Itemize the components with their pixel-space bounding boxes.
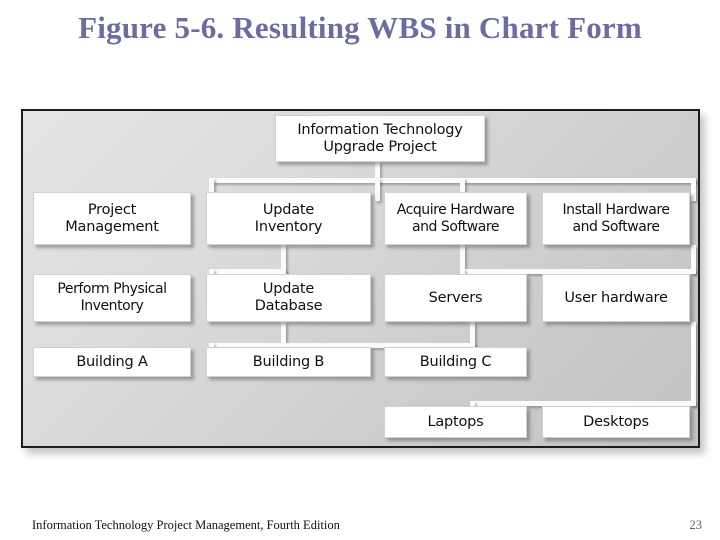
page-title: Figure 5-6. Resulting WBS in Chart Form xyxy=(78,10,642,45)
connector-laptops-bus xyxy=(470,401,696,406)
wbs-node-desktops[interactable]: Desktops xyxy=(542,406,690,438)
footer-page-number: 23 xyxy=(689,518,703,532)
wbs-node-building-b[interactable]: Building B xyxy=(206,347,371,377)
connector-drop-project-mgmt xyxy=(209,178,214,201)
wbs-node-user-hardware[interactable]: User hardware xyxy=(542,274,690,322)
wbs-node-information-technology-upgrade-project[interactable]: Information Technology Upgrade Project xyxy=(275,115,485,162)
footer-source-text: Information Technology Project Managemen… xyxy=(32,518,340,532)
connector-drop-install-hw xyxy=(691,178,696,201)
connector-install-hw-stem xyxy=(691,245,696,274)
connector-update-database-stem xyxy=(281,322,286,347)
connector-drop-acquire-hw xyxy=(460,178,465,201)
wbs-node-laptops[interactable]: Laptops xyxy=(384,406,527,438)
wbs-chart-panel: Information Technology Upgrade Project P… xyxy=(21,109,700,448)
connector-root-stem xyxy=(375,162,380,183)
wbs-node-project-management[interactable]: Project Management xyxy=(33,192,191,245)
connector-acquire-hw-stem xyxy=(460,245,465,274)
wbs-node-servers[interactable]: Servers xyxy=(384,274,527,322)
wbs-node-building-a[interactable]: Building A xyxy=(33,347,191,377)
connector-level2-left-bus xyxy=(209,269,286,274)
connector-update-inventory-stem xyxy=(281,245,286,274)
wbs-node-perform-physical-inventory[interactable]: Perform Physical Inventory xyxy=(33,274,191,322)
wbs-node-update-inventory[interactable]: Update Inventory xyxy=(206,192,371,245)
connector-level1-bus xyxy=(209,178,696,183)
wbs-node-update-database[interactable]: Update Database xyxy=(206,274,371,322)
wbs-chart-canvas: Information Technology Upgrade Project P… xyxy=(23,111,698,446)
wbs-node-install-hardware-and-software[interactable]: Install Hardware and Software xyxy=(542,192,690,245)
wbs-node-building-c[interactable]: Building C xyxy=(384,347,527,377)
wbs-node-acquire-hardware-and-software[interactable]: Acquire Hardware and Software xyxy=(384,192,527,245)
connector-drop-update-inventory xyxy=(375,178,380,201)
connector-user-hardware-stem xyxy=(691,322,696,406)
connector-buildings-bus xyxy=(209,343,475,348)
connector-drop-building-c xyxy=(470,322,475,348)
connector-level2-right-bus xyxy=(460,269,696,274)
